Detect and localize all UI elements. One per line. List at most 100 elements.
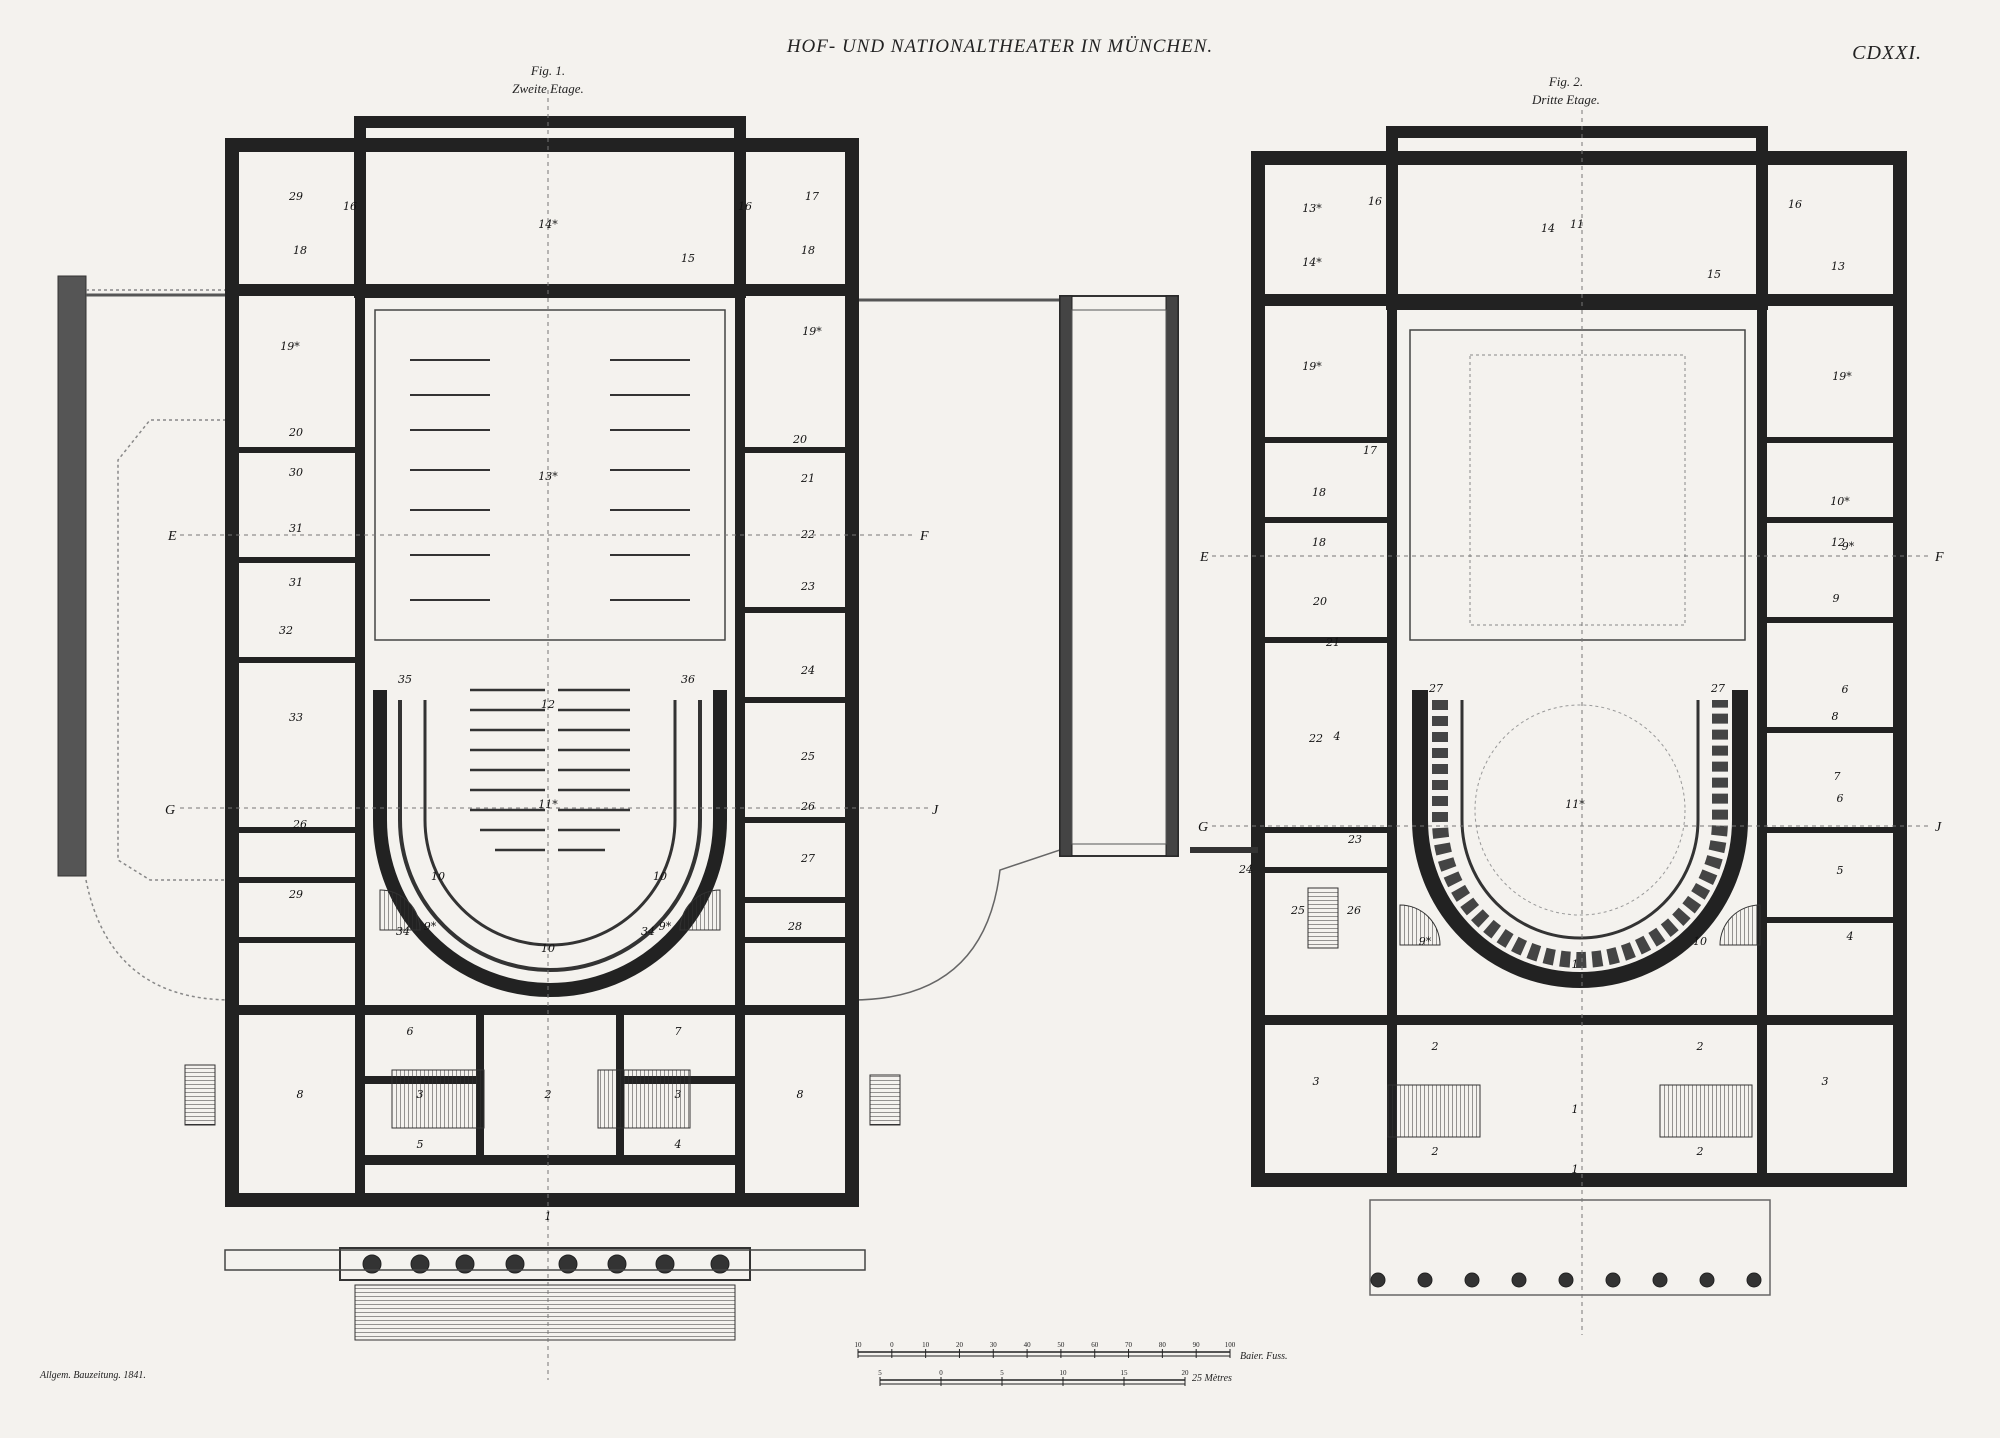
fig2-right-partitions <box>1762 437 1900 923</box>
fig1-room-label: 4 <box>674 1138 682 1151</box>
fig1-room-label: 18 <box>293 244 307 257</box>
scale-feet-tick-label: 50 <box>1057 1341 1065 1349</box>
fig1-room-label: 10 <box>653 870 667 883</box>
scale-metres-tick-label: 15 <box>1121 1369 1129 1377</box>
scale-metres-tick-label: 0 <box>939 1369 943 1377</box>
fig1-caption: Fig. 1. Zweite Etage. <box>488 62 608 98</box>
fig2-room-label: 8 <box>1832 710 1839 723</box>
scale-feet-unit: Baier. Fuss. <box>1240 1351 1288 1362</box>
fig2-room-label: 3 <box>1822 1075 1829 1088</box>
fig1-room-label: 3 <box>417 1088 424 1101</box>
fig1-room-label: 16 <box>343 200 357 213</box>
fig1-subtitle: Zweite Etage. <box>512 81 584 96</box>
fig1-room-label: 28 <box>787 920 802 933</box>
fig1-room-label: 2 <box>544 1088 552 1101</box>
scale-feet-tick-label: 10 <box>855 1341 863 1349</box>
fig1-room-label: 8 <box>797 1088 804 1101</box>
fig2-room-label: 5 <box>1837 864 1844 877</box>
fig1-room-label: 25 <box>800 750 815 763</box>
fig2-left-partitions <box>1258 437 1392 873</box>
fig1-room-label: 12 <box>541 698 555 711</box>
fig1-portico-columns <box>362 1254 730 1274</box>
fig1-room-label: 29 <box>288 888 303 901</box>
scale-feet-tick-label: 10 <box>922 1341 930 1349</box>
fig2-room-label: 6 <box>1837 792 1844 805</box>
fig1-portico-base <box>339 1247 751 1281</box>
fig2-room-label: 24 <box>1238 863 1253 876</box>
fig1-room-label: 7 <box>675 1025 682 1038</box>
credit-line: Allgem. Bauzeitung. 1841. <box>40 1370 146 1381</box>
fig1-room-label: 22 <box>800 528 815 541</box>
fig2-room-label: 6 <box>1842 683 1849 696</box>
fig2-mark-j: J <box>1935 820 1942 835</box>
fig2-room-label: 10* <box>1830 495 1850 508</box>
fig1-room-label: 18 <box>801 244 815 257</box>
fig1-room-label: 32 <box>279 624 293 637</box>
fig2-caption: Fig. 2. Dritte Etage. <box>1506 73 1626 109</box>
fig1-mark-f: F <box>919 529 929 544</box>
fig1-room-label: 26 <box>292 818 307 831</box>
fig2-room-label: 16 <box>1368 195 1382 208</box>
fig1-room-label: 10 <box>431 870 445 883</box>
scale-metres-unit: 25 Mètres <box>1192 1373 1232 1384</box>
fig2-room-label: 1 <box>1572 958 1579 971</box>
scale-feet-tick-label: 60 <box>1091 1341 1099 1349</box>
fig2-room-label: 7 <box>1834 770 1841 783</box>
fig1-room-label: 19* <box>280 340 300 353</box>
fig1-room-label: 6 <box>407 1025 414 1038</box>
fig1-room-label: 24 <box>800 664 815 677</box>
fig2-portico <box>1369 1199 1771 1296</box>
fig1-left-partitions <box>232 447 360 943</box>
fig1-room-label: 5 <box>417 1138 424 1151</box>
fig1-east-gallery-wall <box>1059 295 1073 857</box>
fig2-mark-e: E <box>1199 550 1209 565</box>
fig1-upper-hall <box>374 309 726 641</box>
fig1-east-gallery-wall-r <box>1165 295 1179 857</box>
fig1-room-label: 21 <box>800 472 815 485</box>
fig1-room-label: 31 <box>289 576 303 589</box>
fig2-portico-columns <box>1370 1272 1762 1288</box>
fig2-room-label: 9* <box>1842 540 1855 553</box>
fig1-room-label: 34 <box>641 925 655 938</box>
fig1-side-stair-left <box>184 1064 216 1126</box>
fig1-room-label: 15 <box>681 252 695 265</box>
fig1-room-label: 34 <box>396 925 410 938</box>
fig1-room-label: 13* <box>538 470 558 483</box>
fig2-spiral-stair-right <box>1719 904 1761 946</box>
scale-metres-tick-label: 10 <box>1060 1369 1068 1377</box>
fig2-auditorium-inner <box>1460 700 1700 940</box>
fig1-room-label: 10 <box>541 942 555 955</box>
fig1-terrace-slab <box>57 275 87 877</box>
scale-bar-feet <box>858 1351 1230 1357</box>
fig1-auditorium-inner <box>423 700 677 947</box>
fig2-plan <box>1190 110 1930 1335</box>
fig1-room-label: 36 <box>681 673 695 686</box>
fig2-room-label: 10 <box>1693 935 1707 948</box>
fig2-room-label: 15 <box>1707 268 1721 281</box>
scale-metres-tick-label: 20 <box>1182 1369 1190 1377</box>
fig1-room-label: 8 <box>297 1088 304 1101</box>
fig1-room-label: 23 <box>800 580 815 593</box>
sheet-title: HOF- UND NATIONALTHEATER IN MÜNCHEN. <box>786 36 1214 57</box>
fig2-room-label: 9 <box>1833 592 1840 605</box>
fig2-room-label: 2 <box>1431 1040 1439 1053</box>
fig1-mark-e: E <box>167 529 177 544</box>
fig1-room-label: 30 <box>289 466 303 479</box>
fig2-stair-26 <box>1307 887 1339 949</box>
fig1-room-label: 33 <box>289 711 303 724</box>
fig1-room-label: 29 <box>288 190 303 203</box>
fig1-mark-g: G <box>165 803 175 818</box>
fig1-stage-bench-rows <box>410 359 690 601</box>
fig2-stair-right <box>1659 1084 1753 1138</box>
fig2-room-label: 3 <box>1313 1075 1320 1088</box>
fig2-outer-wall <box>1251 151 1907 1187</box>
fig2-stair-left <box>1387 1084 1481 1138</box>
fig1-room-label: 31 <box>289 522 303 535</box>
scale-feet-tick-label: 100 <box>1225 1341 1236 1349</box>
fig1-east-gallery <box>1059 295 1179 857</box>
fig2-room-label: 14 <box>1541 222 1555 235</box>
fig1-room-label: 20 <box>288 426 303 439</box>
fig1-room-label: 1 <box>545 1210 552 1223</box>
